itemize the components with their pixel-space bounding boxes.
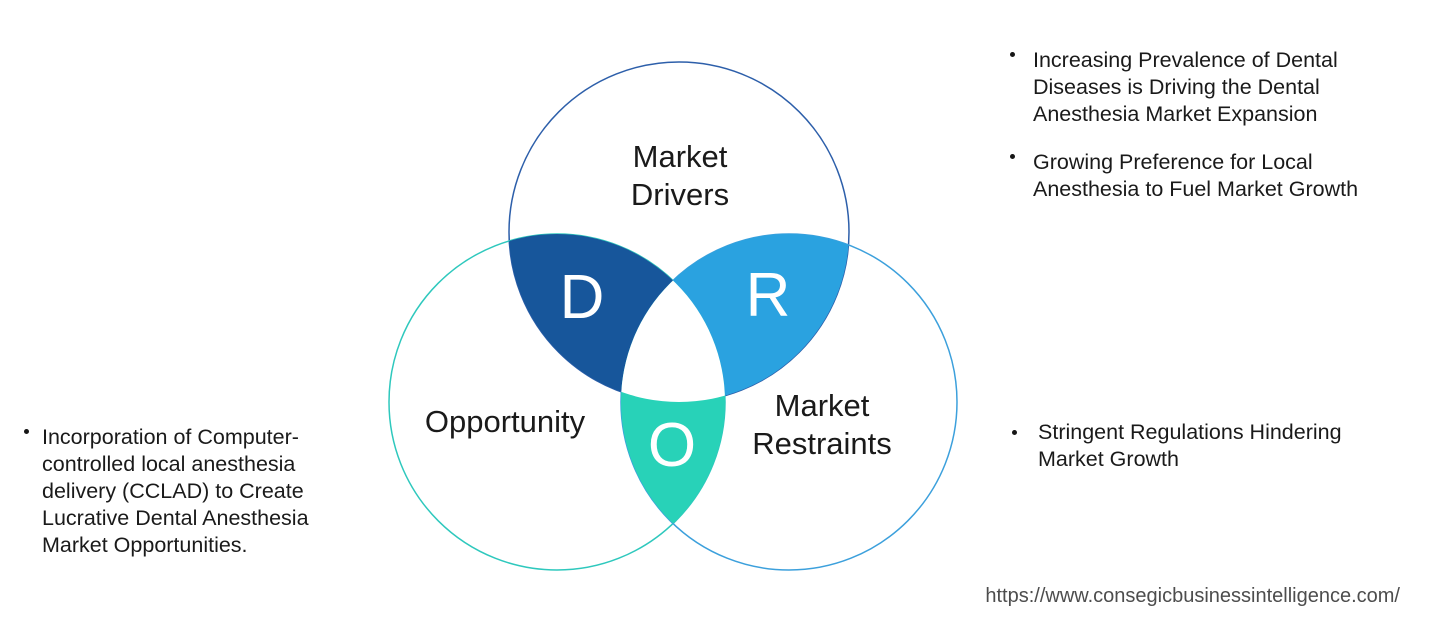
drivers-note-1-text: Increasing Prevalence of Dental Diseases…	[1033, 48, 1338, 126]
drivers-note-2-text: Growing Preference for Local Anesthesia …	[1033, 150, 1359, 201]
drivers-notes: Increasing Prevalence of Dental Diseases…	[1010, 47, 1383, 203]
drivers-intersection-region	[509, 234, 725, 402]
opportunity-note: Incorporation of Computer-controlled loc…	[24, 424, 354, 559]
opportunity-letter: O	[648, 411, 696, 480]
bullet-icon	[1012, 430, 1017, 435]
drivers-letter: D	[560, 263, 605, 332]
opportunity-label: Opportunity	[424, 404, 586, 439]
bullet-icon	[1010, 154, 1015, 159]
bullet-icon	[1010, 52, 1015, 57]
drivers-label: Market Drivers	[630, 139, 730, 212]
restraints-intersection-region	[621, 234, 849, 402]
source-url-link[interactable]: https://www.consegicbusinessintelligence…	[985, 585, 1400, 607]
restraints-note-text: Stringent Regulations Hindering Market G…	[1038, 420, 1342, 471]
bullet-icon	[24, 429, 29, 434]
drivers-note-2: Growing Preference for Local Anesthesia …	[1010, 149, 1383, 203]
restraints-label: Market Restraints	[752, 388, 892, 461]
restraints-letter: R	[746, 261, 791, 330]
restraints-note: Stringent Regulations Hindering Market G…	[1012, 419, 1388, 473]
opportunity-note-text: Incorporation of Computer-controlled loc…	[42, 425, 309, 557]
drivers-note-1: Increasing Prevalence of Dental Diseases…	[1010, 47, 1383, 128]
